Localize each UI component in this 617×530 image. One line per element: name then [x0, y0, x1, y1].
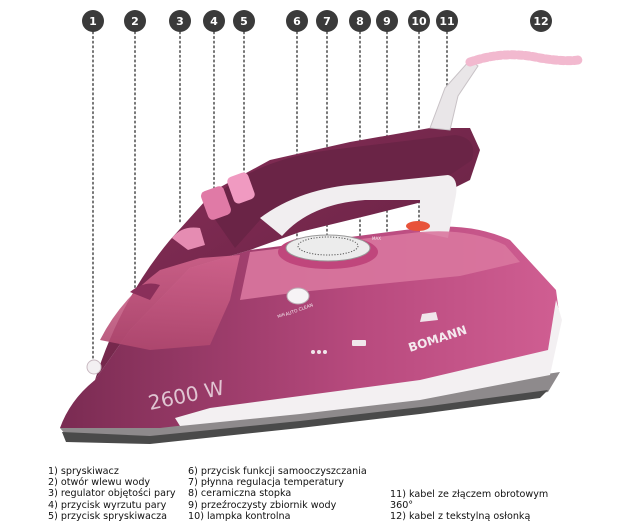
label-badge-10: 10	[408, 10, 430, 32]
legend-item: 5) przycisk spryskiwacza	[48, 510, 168, 522]
label-badge-1: 1	[82, 10, 104, 32]
label-badge-7: 7	[316, 10, 338, 32]
legend-item: 3) regulator objętości pary	[48, 488, 176, 500]
dot-icon	[323, 350, 327, 354]
legend-item: 10) lampka kontrolna	[188, 510, 291, 522]
setting-icon	[352, 340, 366, 346]
spray-button	[227, 172, 255, 204]
label-badge-6: 6	[286, 10, 308, 32]
temperature-dial-ring	[297, 236, 359, 256]
dial-min-label: MIN	[277, 312, 286, 319]
label-badge-5: 5	[233, 10, 255, 32]
iron-handle	[205, 135, 474, 248]
label-badge-11: 11	[436, 10, 458, 32]
legend-item: 1) spryskiwacz	[48, 466, 119, 477]
swivel-cord-joint	[429, 59, 479, 131]
label-badge-9: 9	[376, 10, 398, 32]
leader-lines	[92, 31, 448, 409]
control-lamp	[406, 221, 430, 231]
legend-item: 9) przeźroczysty zbiornik wody	[188, 499, 337, 511]
steam-volume-regulator	[172, 227, 205, 250]
legend-item: 12) kabel z tekstylną osłonką	[390, 511, 531, 523]
iron-white-trim	[175, 300, 562, 426]
label-badge-2: 2	[124, 10, 146, 32]
temperature-dial	[285, 234, 371, 262]
water-filler	[130, 283, 160, 300]
textile-cord	[465, 50, 583, 67]
legend-item: 6) przycisk funkcji samooczyszczania	[188, 466, 367, 477]
dial-max-label: MAX	[372, 236, 381, 241]
handle-white-grip	[260, 175, 457, 238]
steam-burst-button	[201, 186, 231, 220]
legend-item: 4) przycisk wyrzutu pary	[48, 499, 167, 511]
label-badge-3: 3	[169, 10, 191, 32]
legend-item: 7) płynna regulacja temperatury	[188, 477, 344, 489]
spray-nozzle	[86, 359, 102, 375]
label-badge-4: 4	[203, 10, 225, 32]
label-badge-8: 8	[349, 10, 371, 32]
body-indicator-icons	[311, 312, 438, 354]
legend-column-1: 1) spryskiwacz 2) otwór wlewu wody 3) re…	[48, 466, 176, 522]
legend-item: 360°	[390, 500, 414, 512]
self-clean-button	[286, 287, 310, 305]
label-badge-12: 12	[530, 10, 552, 32]
soleplate-edge	[62, 390, 548, 444]
legend-item: 8) ceramiczna stopka	[188, 488, 292, 500]
legend-item: 2) otwór wlewu wody	[48, 477, 151, 489]
legend-column-2: 6) przycisk funkcji samooczyszczania 7) …	[188, 466, 367, 522]
legend-item: 11) kabel ze złączem obrotowym	[390, 489, 549, 500]
dot-icon	[311, 350, 315, 354]
legend-column-3: 11) kabel ze złączem obrotowym 360° 12) …	[390, 489, 548, 523]
dot-icon	[317, 350, 321, 354]
iron-symbol-icon	[420, 312, 438, 322]
water-tank	[100, 255, 240, 350]
